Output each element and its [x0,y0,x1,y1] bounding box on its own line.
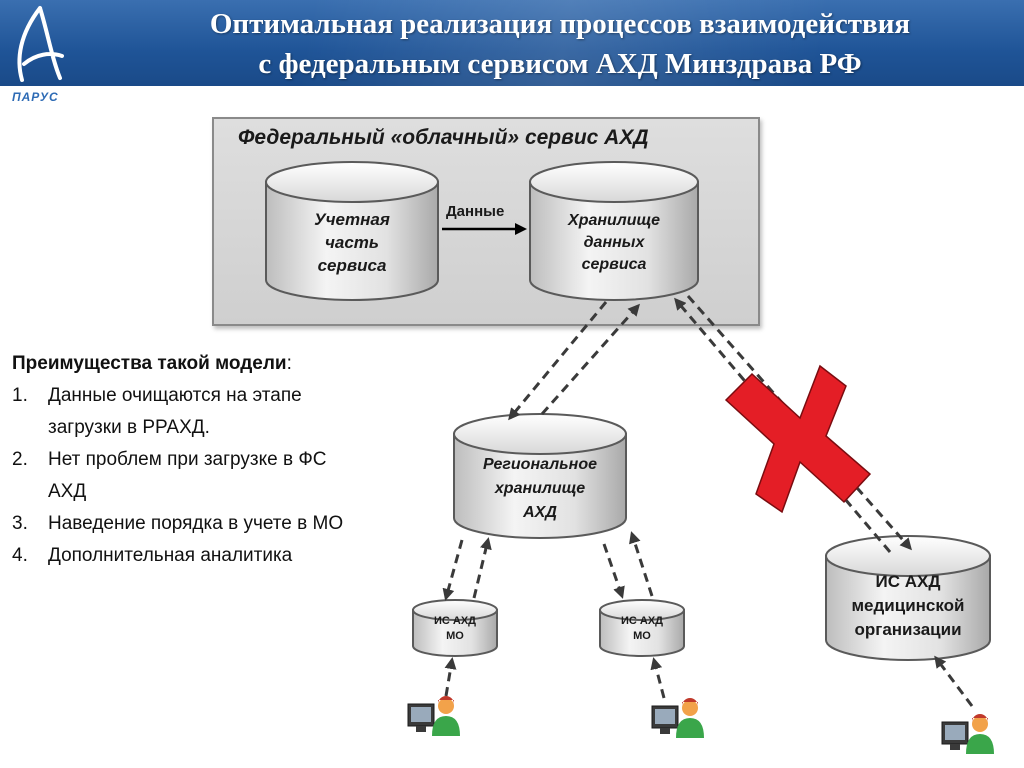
advantage-item-2-line-2: АХД [48,481,87,502]
user-arrows [444,655,974,707]
regional-db-label-line-2: хранилище [494,480,586,497]
medical-org-db-label-line-3: организации [854,620,962,639]
advantage-item-2-line-1: Нет проблем при загрузке в ФС [48,449,327,470]
header-bar [0,0,1024,86]
page-title-line-1: Оптимальная реализация процессов взаимод… [209,8,911,40]
page-title: Оптимальная реализация процессов взаимод… [100,4,1020,84]
storage-db-label: Хранилище данных сервиса [540,210,688,276]
regional-db-label: Региональное хранилище АХД [462,453,618,525]
logo-label: ПАРУС [12,90,59,104]
user-at-computer-icon-3 [941,714,994,754]
advantages-title: Преимущества такой модели: [12,348,343,380]
data-arrow-label: Данные [446,203,505,220]
advantage-item-3-number: 3. [12,513,28,534]
advantage-item-1-line-2: загрузки в РРАХД. [48,417,210,438]
advantage-item-4-line-1: Дополнительная аналитика [48,545,293,566]
storage-db-cylinder [529,161,699,301]
red-cross-icon [724,364,872,514]
advantage-item-4: 4. Дополнительная аналитика [12,540,343,572]
medical-org-db-label-line-1: ИС АХД [875,572,941,591]
regional-mo-arrows [442,531,654,601]
mo-db-label-2: ИС АХД МО [602,614,682,644]
cloud-service-title: Федеральный «облачный» сервис АХД [238,126,649,149]
advantage-item-4-number: 4. [12,545,28,566]
mo-db-cylinder-2 [599,599,685,657]
mo-db-label-1: ИС АХД МО [415,614,495,644]
user-at-computer-icon-2 [651,698,704,738]
mo-db-label-1-line-1: ИС АХД [433,615,477,627]
account-db-cylinder [265,161,439,301]
account-db-label: Учетная часть сервиса [282,208,422,277]
advantage-item-3-line-1: Наведение порядка в учете в МО [48,513,344,534]
mo-db-label-2-line-2: МО [633,630,651,642]
advantage-item-2-number: 2. [12,449,28,470]
advantage-item-2: 2. Нет проблем при загрузке в ФС АХД [12,444,343,508]
mo-db-label-2-line-1: ИС АХД [620,615,664,627]
parus-logo-icon [10,4,70,84]
account-db-label-line-1: Учетная [314,210,390,229]
account-db-label-line-2: часть [324,233,380,252]
medical-org-db-label-line-2: медицинской [851,596,965,615]
advantage-item-1-line-1: Данные очищаются на этапе [48,385,302,406]
mo-db-label-1-line-2: МО [446,630,464,642]
advantages-list: Преимущества такой модели: 1. Данные очи… [12,348,343,572]
storage-db-label-line-1: Хранилище [568,212,660,229]
page-title-line-2: с федеральным сервисом АХД Минздрава РФ [258,48,862,80]
medical-org-db-cylinder [825,535,991,661]
regional-db-cylinder [453,413,627,539]
advantages-title-suffix: : [286,353,292,374]
storage-db-label-line-3: сервиса [581,256,647,273]
medical-org-db-label: ИС АХД медицинской организации [834,570,982,642]
user-at-computer-icon-1 [407,696,460,736]
advantages-title-text: Преимущества такой модели [12,353,287,374]
account-db-label-line-3: сервиса [317,256,387,275]
advantage-item-1: 1. Данные очищаются на этапе загрузки в … [12,380,343,444]
storage-regional-arrows [508,301,640,421]
header-shine [0,0,1024,86]
mo-db-cylinder-1 [412,599,498,657]
regional-db-label-line-3: АХД [523,504,557,521]
regional-db-label-line-1: Региональное [483,456,597,473]
advantage-item-1-number: 1. [12,385,28,406]
advantage-item-3: 3. Наведение порядка в учете в МО [12,508,343,540]
storage-db-label-line-2: данных [583,234,645,251]
